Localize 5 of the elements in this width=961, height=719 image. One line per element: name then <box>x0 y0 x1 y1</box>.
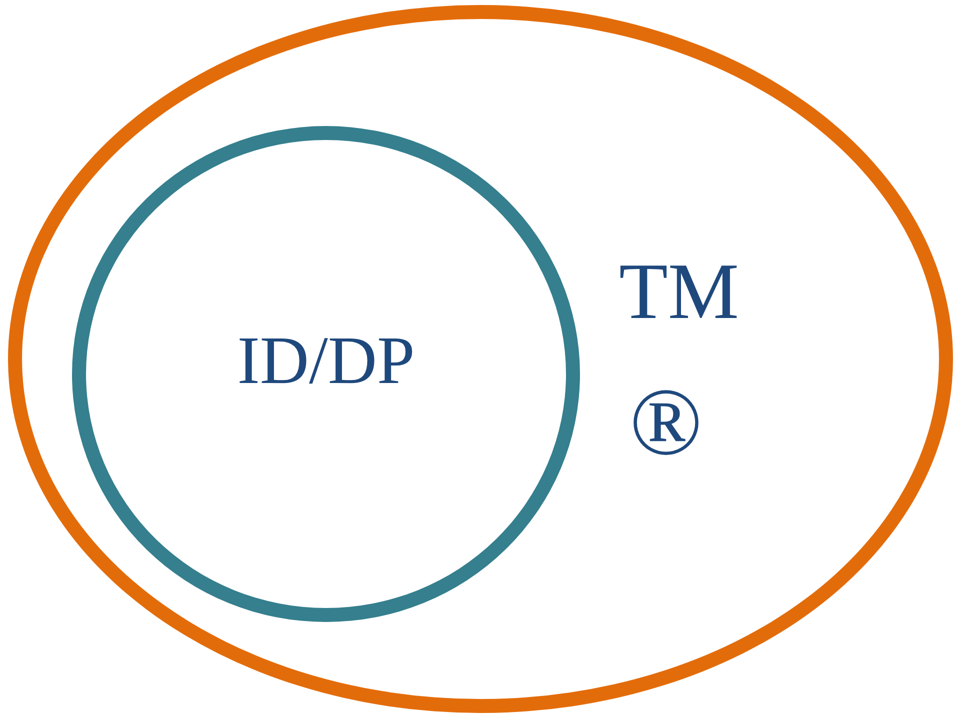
symbol-label: ® <box>630 374 702 470</box>
circle-label: ID/DP <box>237 326 415 394</box>
inner-circle <box>72 126 580 622</box>
outer-ellipse <box>8 5 953 713</box>
abbreviation-label: TM <box>619 252 739 332</box>
